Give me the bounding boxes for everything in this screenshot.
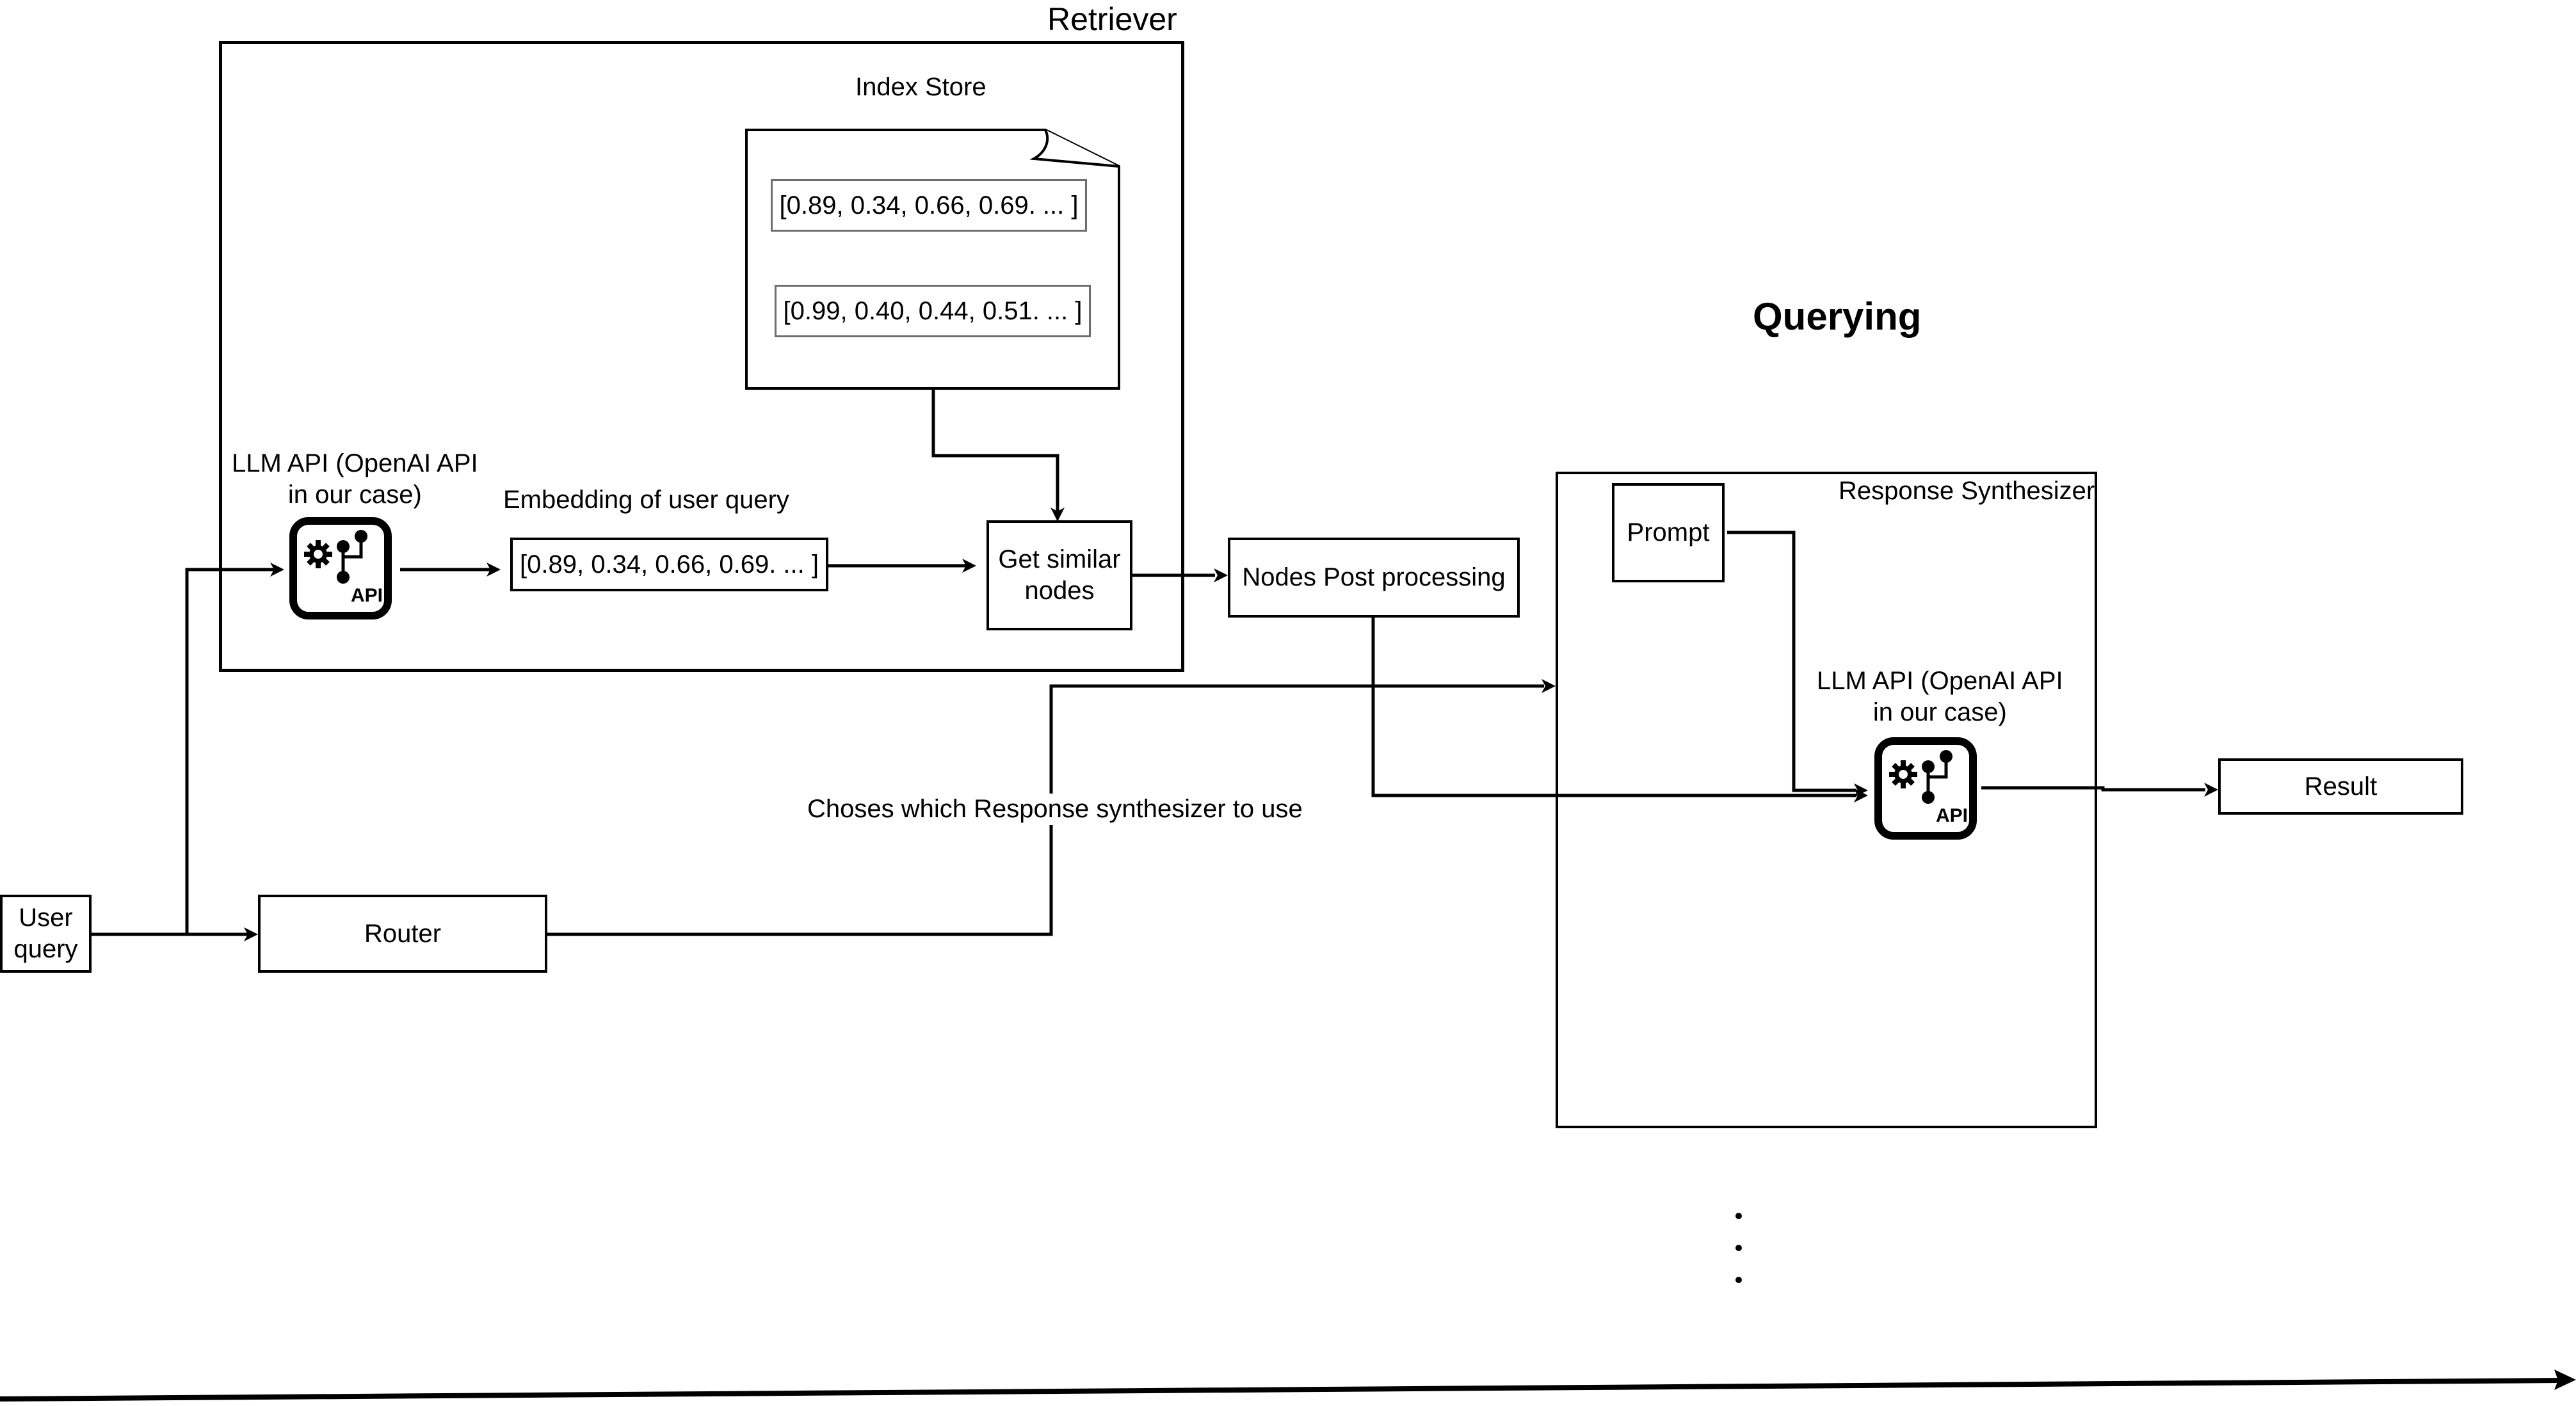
retriever-container <box>219 41 1184 672</box>
embedding-label: Embedding of user query <box>503 486 789 514</box>
timeline-arrow-line <box>0 1378 2561 1402</box>
get-similar-nodes-box[interactable]: Get similar nodes <box>986 520 1132 630</box>
svg-text:API: API <box>1936 805 1968 826</box>
arrowhead <box>270 563 284 577</box>
arrowhead <box>2204 783 2218 797</box>
router-box[interactable]: Router <box>258 895 547 973</box>
timeline-arrowhead <box>2554 1370 2576 1390</box>
response-synthesizer-container <box>1556 472 2097 1128</box>
nodes-post-processing-box[interactable]: Nodes Post processing <box>1228 538 1520 618</box>
get-similar-nodes-line2: nodes <box>1024 577 1095 605</box>
llm-api-label-synthesizer: LLM API (OpenAI API in our case) <box>1817 666 2063 728</box>
response-synthesizer-label: Response Synthesizer <box>1839 477 2095 505</box>
user-query-line2: query <box>13 935 78 963</box>
get-similar-nodes-line1: Get similar <box>998 545 1121 574</box>
index-vector-2: [0.99, 0.40, 0.44, 0.51. ... ] <box>775 285 1091 337</box>
index-store-document-icon <box>745 129 1120 390</box>
prompt-box[interactable]: Prompt <box>1612 483 1725 582</box>
arrowhead <box>1214 568 1228 582</box>
index-vector-1: [0.89, 0.34, 0.66, 0.69. ... ] <box>771 179 1087 232</box>
index-store-label: Index Store <box>855 73 986 101</box>
connector-api2-to-result <box>1981 786 2205 792</box>
llm-api-label-line2: in our case) <box>1872 698 2007 726</box>
more-ellipsis-icon <box>1735 1213 1742 1283</box>
router-annotation: Choses which Response synthesizer to use <box>805 794 1305 825</box>
arrowhead <box>1542 679 1556 693</box>
connector-postproc-to-api2 <box>1371 618 1856 797</box>
arrowhead <box>244 927 258 941</box>
result-box[interactable]: Result <box>2218 758 2463 815</box>
arrowhead <box>1051 507 1065 522</box>
user-query-line1: User <box>19 904 73 932</box>
svg-text:API: API <box>351 585 383 606</box>
api-gear-network-icon[interactable]: API <box>1874 737 1977 840</box>
arrowhead <box>1854 783 1868 797</box>
connector-query-to-api <box>185 568 277 934</box>
llm-api-label-retriever: LLM API (OpenAI API in our case) <box>232 448 478 511</box>
api-gear-network-icon[interactable]: API <box>289 517 392 619</box>
llm-api-label-line2: in our case) <box>287 480 422 509</box>
connector-prompt-to-api2 <box>1727 531 1856 792</box>
arrowhead <box>962 559 976 573</box>
user-query-box[interactable]: User query <box>0 895 92 973</box>
querying-title: Querying <box>1753 295 1922 338</box>
arrowhead <box>487 563 501 577</box>
connector-index-to-similar <box>931 389 1059 512</box>
llm-api-label-line1: LLM API (OpenAI API <box>232 449 478 477</box>
retriever-title: Retriever <box>1047 1 1177 37</box>
llm-api-label-line1: LLM API (OpenAI API <box>1817 667 2063 695</box>
embedding-vector-box: [0.89, 0.34, 0.66, 0.69. ... ] <box>510 538 828 591</box>
